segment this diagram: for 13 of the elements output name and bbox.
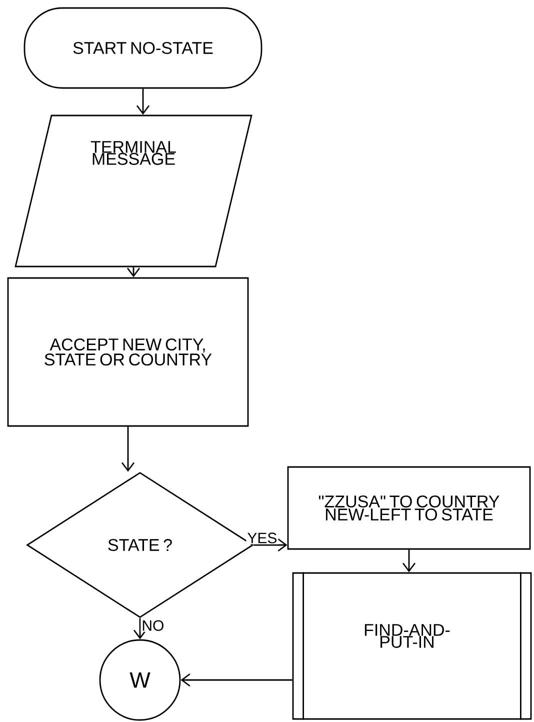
edge-label: YES bbox=[246, 532, 278, 544]
arrow bbox=[121, 426, 135, 472]
arrow bbox=[180, 673, 292, 687]
arrow bbox=[254, 538, 288, 552]
arrow bbox=[402, 550, 416, 572]
arrow bbox=[133, 618, 147, 640]
edge-label: NO bbox=[140, 619, 166, 632]
input-output-box: TERMINAL MESSAGE bbox=[14, 114, 252, 268]
process-box: ACCEPT NEW CITY, STATE OR COUNTRY bbox=[7, 277, 249, 427]
arrow bbox=[136, 88, 150, 115]
process-box: "ZZUSA" TO COUNTRY NEW-LEFT TO STATE bbox=[287, 466, 531, 550]
predefined-process-box: FIND-AND-PUT-IN bbox=[292, 572, 532, 720]
start-terminal: START NO-STATE bbox=[24, 7, 262, 89]
